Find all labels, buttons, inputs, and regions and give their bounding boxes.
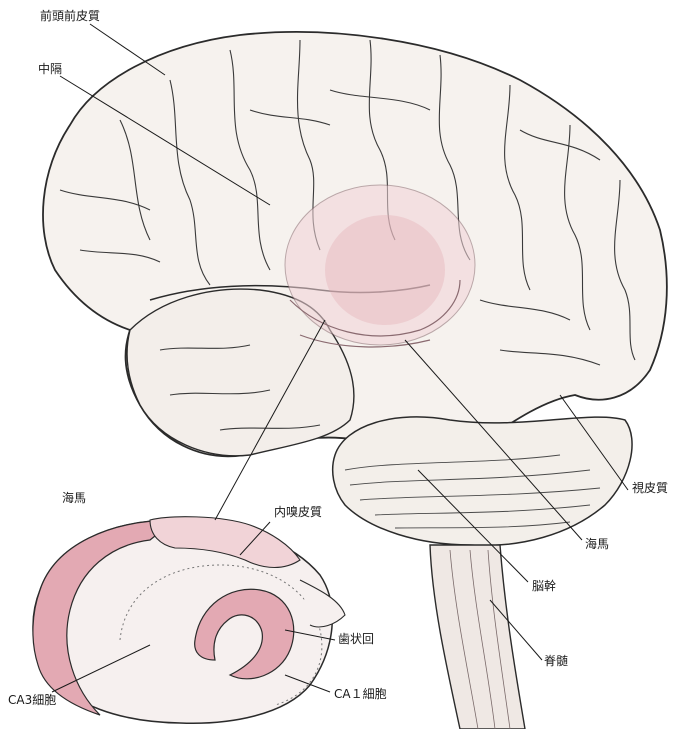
label-ca1: CA１細胞 — [334, 688, 387, 700]
label-ca3: CA3細胞 — [8, 694, 56, 706]
limbic-structures — [285, 185, 475, 347]
label-entorhinal-cortex: 内嗅皮質 — [274, 506, 322, 518]
hippocampus-inset — [33, 517, 345, 724]
label-dentate-gyrus: 歯状回 — [338, 633, 374, 645]
brainstem-spinal-cord — [430, 545, 525, 729]
cerebellum — [333, 417, 632, 546]
label-visual-cortex: 視皮質 — [632, 482, 668, 494]
label-spinal-cord: 脊髄 — [544, 655, 568, 667]
label-prefrontal-cortex: 前頭前皮質 — [40, 10, 100, 22]
label-septum: 中隔 — [38, 63, 62, 75]
label-hippocampus: 海馬 — [585, 538, 609, 550]
label-brainstem: 脳幹 — [532, 580, 556, 592]
label-hippocampus-inset: 海馬 — [62, 492, 86, 504]
